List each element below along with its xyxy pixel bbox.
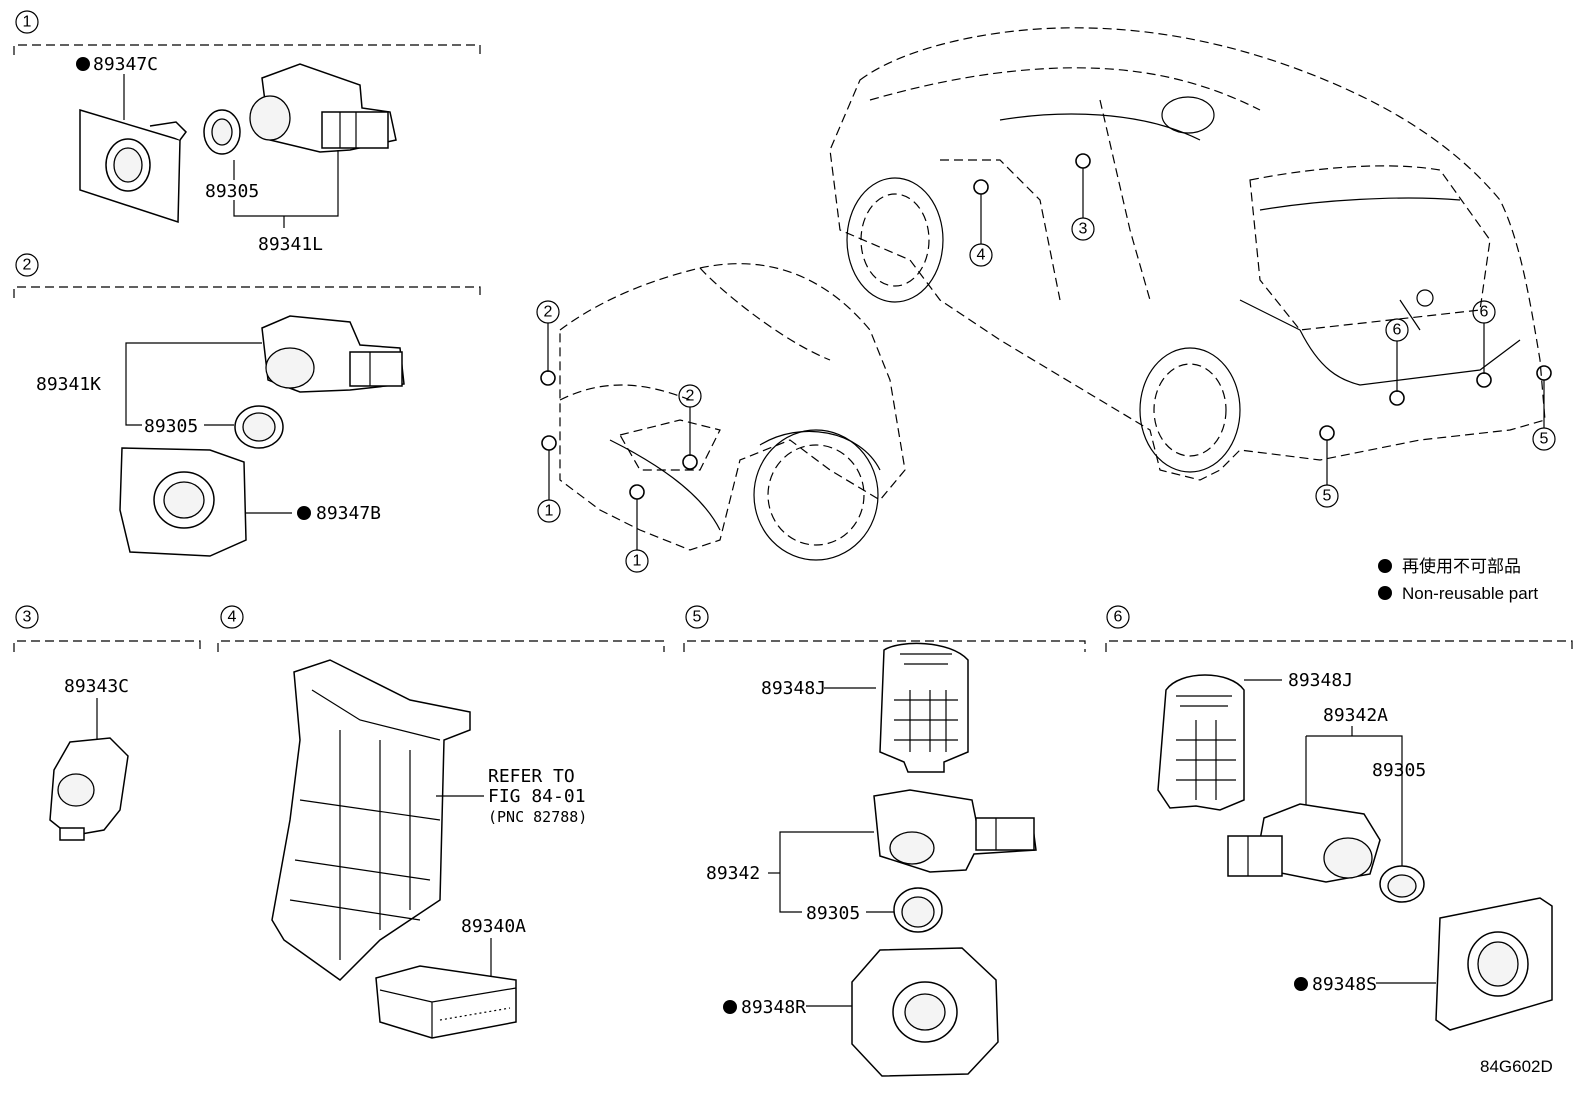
sensor-89343C	[49, 737, 129, 841]
grommet-89305-g6	[1379, 865, 1425, 903]
part-label-89340A: 89340A	[461, 916, 526, 937]
group-3-marker	[15, 605, 39, 629]
leader-line	[233, 150, 339, 217]
part-label-89347C: 89347C	[93, 54, 158, 75]
group-2-bracket	[13, 286, 481, 298]
part-label-89305: 89305	[806, 903, 860, 924]
part-label-89342A: 89342A	[1323, 705, 1388, 726]
sensor-89341L	[249, 63, 397, 153]
group-2-number: 2	[23, 257, 32, 274]
group-6-bracket	[1105, 640, 1573, 652]
sensor-89341K	[261, 315, 405, 393]
callout-5: 5	[1323, 488, 1332, 505]
retainer-89348J-g6	[1157, 674, 1245, 811]
sensor-89342A	[1227, 803, 1381, 883]
legend-dot-jp	[1378, 559, 1392, 573]
callout-6: 6	[1393, 322, 1402, 339]
front-callouts: 2 1 2 1	[536, 300, 702, 573]
group-4-marker	[220, 605, 244, 629]
part-label-89348J: 89348J	[761, 678, 826, 699]
part-label-89341L: 89341L	[258, 234, 323, 255]
group-1-bracket	[13, 44, 481, 55]
part-label-89305: 89305	[1372, 760, 1426, 781]
group-1-number: 1	[23, 14, 32, 31]
sensor-point	[1319, 425, 1335, 441]
bracket-assembly	[271, 659, 471, 981]
group-5: 5 89348J 89342 89305 8	[683, 605, 1086, 1077]
non-reusable-dot	[297, 506, 311, 520]
legend-text-jp: 再使用不可部品	[1402, 556, 1521, 576]
callout-2: 2	[544, 304, 553, 321]
part-label-89347B: 89347B	[316, 503, 381, 524]
callout-5: 5	[1540, 431, 1549, 448]
refer-pnc-label: (PNC 82788)	[488, 808, 587, 826]
legend: 再使用不可部品 Non-reusable part	[1378, 556, 1538, 603]
retainer-89348J-g5	[879, 642, 969, 773]
refer-to-label: REFER TO	[488, 766, 575, 787]
group-5-number: 5	[693, 609, 702, 626]
front-vehicle-view	[559, 263, 906, 561]
non-reusable-dot	[723, 1000, 737, 1014]
group-2-marker	[15, 253, 39, 277]
group-5-bracket	[683, 640, 1086, 652]
part-label-89305: 89305	[144, 416, 198, 437]
group-4: 4 REFER TO FIG 84-01 (PNC 82788) 89340A	[217, 605, 665, 1039]
group-3-number: 3	[23, 609, 32, 626]
bezel-89348R	[851, 947, 999, 1077]
legend-text-en: Non-reusable part	[1402, 584, 1538, 603]
sensor-point	[1389, 390, 1405, 406]
part-label-89348J: 89348J	[1288, 670, 1353, 691]
sensor-point	[973, 179, 989, 195]
group-6-marker	[1106, 605, 1130, 629]
callout-1: 1	[545, 503, 554, 520]
sensor-point	[1075, 153, 1091, 169]
refer-fig-label: FIG 84-01	[488, 786, 586, 807]
rear-callouts: 3 4 6 6 5 5	[969, 153, 1556, 508]
sensor-point	[540, 370, 556, 386]
group-1-marker	[15, 10, 39, 34]
part-label-89348R: 89348R	[741, 997, 806, 1018]
callout-4: 4	[977, 247, 986, 264]
part-label-89342: 89342	[706, 863, 760, 884]
part-label-89341K: 89341K	[36, 374, 101, 395]
sensor-point	[541, 435, 557, 451]
bezel-89347B	[119, 447, 247, 557]
bezel-89348S	[1435, 897, 1553, 1031]
group-4-bracket	[217, 640, 665, 652]
group-2: 2 89341K 89305 89347B	[13, 253, 481, 557]
part-label-89343C: 89343C	[64, 676, 129, 697]
group-5-marker	[685, 605, 709, 629]
part-label-89348S: 89348S	[1312, 974, 1377, 995]
group-3: 3 89343C	[13, 605, 201, 841]
legend-dot-en	[1378, 586, 1392, 600]
non-reusable-dot	[1294, 977, 1308, 991]
grommet-89305-g5	[893, 887, 943, 933]
group-6-number: 6	[1114, 609, 1123, 626]
bezel-89347C	[79, 108, 187, 224]
callout-2: 2	[686, 388, 695, 405]
grommet-89305-g2	[234, 405, 284, 449]
group-3-bracket	[13, 640, 201, 652]
rear-vehicle-view	[829, 27, 1546, 481]
sensor-89342	[873, 789, 1037, 873]
group-6: 6 89348J 89342A 89305 8934	[1105, 605, 1573, 1031]
sensor-point	[682, 454, 698, 470]
callout-1: 1	[633, 553, 642, 570]
group-4-number: 4	[228, 609, 237, 626]
sensor-point	[1476, 372, 1492, 388]
non-reusable-dot	[76, 57, 90, 71]
ecu-89340A	[375, 965, 517, 1039]
callout-3: 3	[1079, 221, 1088, 238]
callout-6: 6	[1480, 304, 1489, 321]
sensor-point	[629, 484, 645, 500]
sensor-point	[1536, 365, 1552, 381]
part-label-89305: 89305	[205, 181, 259, 202]
diagram-id: 84G602D	[1480, 1057, 1553, 1076]
group-1: 1 89347C 89305 89341L	[13, 10, 481, 255]
grommet-89305-g1	[203, 109, 241, 155]
leader-line	[125, 342, 262, 382]
